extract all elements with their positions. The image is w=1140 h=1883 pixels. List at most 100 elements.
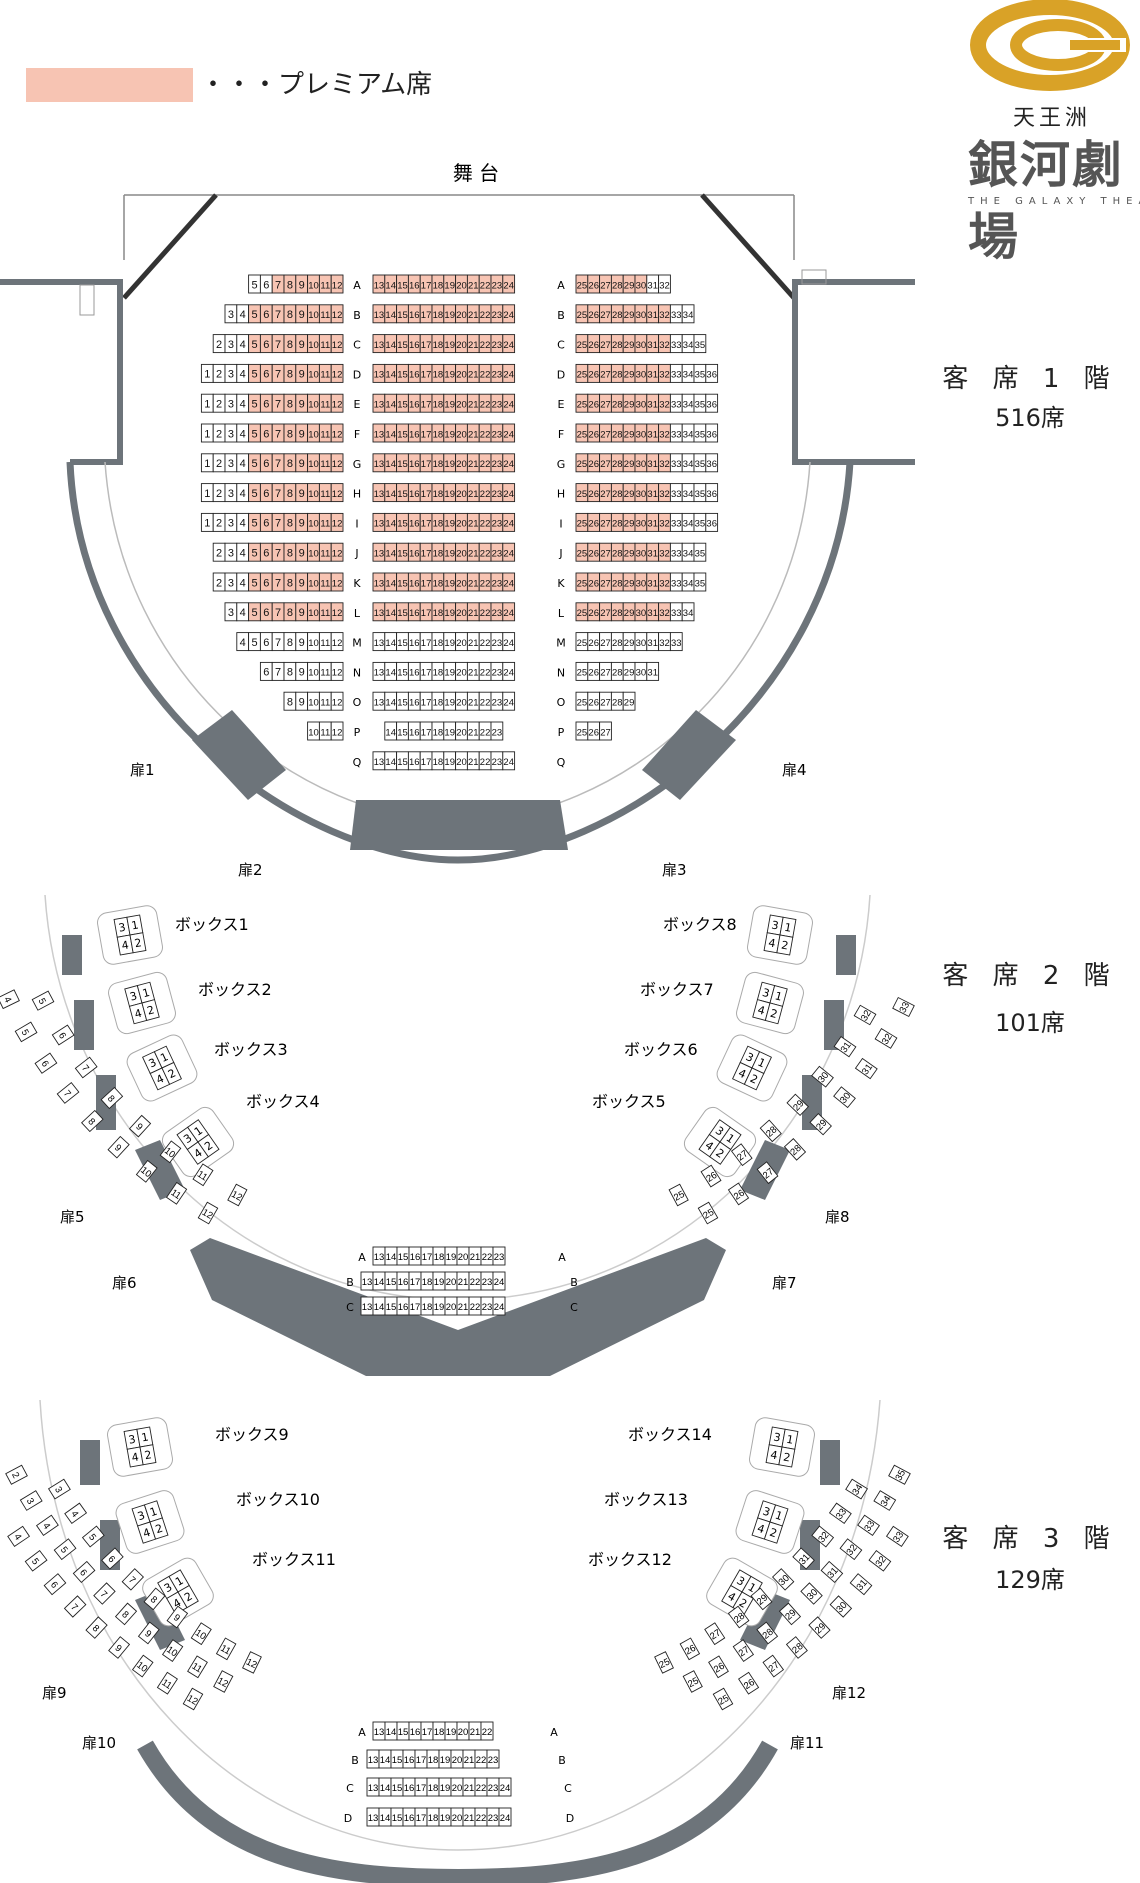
seat-E26[interactable]: 26 bbox=[587, 393, 601, 413]
f3-L-C10[interactable]: 10 bbox=[131, 1654, 154, 1678]
seat-O22[interactable]: 22 bbox=[478, 691, 492, 711]
f2-C-C20[interactable]: 20 bbox=[444, 1296, 458, 1316]
box-seat[interactable]: 2 bbox=[743, 1067, 765, 1091]
seat-J19[interactable]: 19 bbox=[443, 542, 457, 562]
f3-C-D20[interactable]: 20 bbox=[450, 1807, 464, 1827]
f3-R-A34[interactable]: 34 bbox=[845, 1478, 869, 1500]
f3-L-B12[interactable]: 12 bbox=[213, 1670, 234, 1693]
seat-F33[interactable]: 33 bbox=[669, 423, 683, 443]
seat-F34[interactable]: 34 bbox=[681, 423, 695, 443]
seat-H8[interactable]: 8 bbox=[283, 483, 297, 503]
seat-G33[interactable]: 33 bbox=[669, 453, 683, 473]
seat-O23[interactable]: 23 bbox=[490, 691, 504, 711]
seat-J16[interactable]: 16 bbox=[407, 542, 421, 562]
seat-B25[interactable]: 25 bbox=[575, 304, 589, 324]
seat-E15[interactable]: 15 bbox=[396, 393, 409, 413]
seat-A30[interactable]: 30 bbox=[634, 274, 648, 294]
seat-F25[interactable]: 25 bbox=[575, 423, 589, 443]
seat-D4[interactable]: 4 bbox=[236, 363, 250, 383]
f2-C-C21[interactable]: 21 bbox=[456, 1296, 470, 1316]
seat-I8[interactable]: 8 bbox=[283, 512, 297, 532]
seat-E23[interactable]: 23 bbox=[490, 393, 504, 413]
f2-L-B11[interactable]: 11 bbox=[165, 1181, 188, 1205]
seat-H28[interactable]: 28 bbox=[610, 483, 624, 503]
seat-L4[interactable]: 4 bbox=[236, 602, 250, 622]
seat-F22[interactable]: 22 bbox=[478, 423, 492, 443]
seat-H22[interactable]: 22 bbox=[478, 483, 492, 503]
seat-P15[interactable]: 15 bbox=[396, 721, 409, 741]
seat-E3[interactable]: 3 bbox=[224, 393, 238, 413]
f2-C-A21[interactable]: 21 bbox=[468, 1246, 482, 1266]
seat-D30[interactable]: 30 bbox=[634, 363, 648, 383]
seat-N24[interactable]: 24 bbox=[502, 661, 516, 681]
seat-E12[interactable]: 12 bbox=[330, 393, 344, 413]
seat-H25[interactable]: 25 bbox=[575, 483, 589, 503]
seat-L11[interactable]: 11 bbox=[318, 602, 332, 622]
seat-A15[interactable]: 15 bbox=[396, 274, 409, 294]
seat-C33[interactable]: 33 bbox=[669, 334, 683, 354]
seat-E5[interactable]: 5 bbox=[248, 393, 261, 413]
seat-L23[interactable]: 23 bbox=[490, 602, 504, 622]
seat-F21[interactable]: 21 bbox=[466, 423, 480, 443]
seat-B5[interactable]: 5 bbox=[248, 304, 261, 324]
box-seat[interactable]: 2 bbox=[709, 1141, 732, 1165]
seat-G12[interactable]: 12 bbox=[330, 453, 344, 473]
seat-H4[interactable]: 4 bbox=[236, 483, 250, 503]
seat-O27[interactable]: 27 bbox=[599, 691, 612, 711]
box-seat[interactable]: 2 bbox=[129, 932, 147, 954]
seat-M15[interactable]: 15 bbox=[396, 632, 409, 652]
seat-M16[interactable]: 16 bbox=[407, 632, 421, 652]
seat-F27[interactable]: 27 bbox=[599, 423, 612, 443]
seat-F24[interactable]: 24 bbox=[502, 423, 516, 443]
seat-A22[interactable]: 22 bbox=[478, 274, 492, 294]
seat-I36[interactable]: 36 bbox=[705, 512, 719, 532]
seat-L6[interactable]: 6 bbox=[259, 602, 273, 622]
seat-A20[interactable]: 20 bbox=[455, 274, 468, 294]
seat-K35[interactable]: 35 bbox=[693, 572, 707, 592]
f2-R-B26[interactable]: 26 bbox=[727, 1182, 750, 1206]
seat-O16[interactable]: 16 bbox=[407, 691, 421, 711]
seat-D36[interactable]: 36 bbox=[705, 363, 719, 383]
f3-C-B16[interactable]: 16 bbox=[402, 1749, 416, 1769]
seat-P27[interactable]: 27 bbox=[599, 721, 612, 741]
f3-C-B15[interactable]: 15 bbox=[390, 1749, 404, 1769]
seat-G32[interactable]: 32 bbox=[658, 453, 671, 473]
f2-R-A27[interactable]: 27 bbox=[730, 1143, 753, 1167]
f2-C-B20[interactable]: 20 bbox=[444, 1271, 458, 1291]
box-seat[interactable]: 4 bbox=[166, 1591, 188, 1615]
seat-D1[interactable]: 1 bbox=[200, 363, 214, 383]
seat-E19[interactable]: 19 bbox=[443, 393, 457, 413]
seat-J14[interactable]: 14 bbox=[384, 542, 398, 562]
seat-G15[interactable]: 15 bbox=[396, 453, 409, 473]
seat-L32[interactable]: 32 bbox=[658, 602, 671, 622]
seat-H24[interactable]: 24 bbox=[502, 483, 516, 503]
seat-B9[interactable]: 9 bbox=[295, 304, 309, 324]
seat-A14[interactable]: 14 bbox=[384, 274, 398, 294]
seat-K10[interactable]: 10 bbox=[307, 572, 320, 592]
seat-B33[interactable]: 33 bbox=[669, 304, 683, 324]
seat-F36[interactable]: 36 bbox=[705, 423, 719, 443]
f2-R-B27[interactable]: 27 bbox=[756, 1161, 779, 1185]
seat-F1[interactable]: 1 bbox=[200, 423, 214, 443]
seat-L30[interactable]: 30 bbox=[634, 602, 648, 622]
seat-H7[interactable]: 7 bbox=[271, 483, 285, 503]
seat-D15[interactable]: 15 bbox=[396, 363, 409, 383]
seat-B18[interactable]: 18 bbox=[431, 304, 445, 324]
f2-C-A17[interactable]: 17 bbox=[420, 1246, 434, 1266]
f3-R-B25[interactable]: 25 bbox=[682, 1670, 703, 1693]
seat-A28[interactable]: 28 bbox=[610, 274, 624, 294]
seat-O11[interactable]: 11 bbox=[318, 691, 332, 711]
seat-J7[interactable]: 7 bbox=[271, 542, 285, 562]
f2-L-A7[interactable]: 7 bbox=[74, 1056, 98, 1079]
seat-D20[interactable]: 20 bbox=[455, 363, 468, 383]
seat-J33[interactable]: 33 bbox=[669, 542, 683, 562]
seat-K29[interactable]: 29 bbox=[622, 572, 636, 592]
f3-C-C13[interactable]: 13 bbox=[366, 1777, 380, 1797]
seat-A11[interactable]: 11 bbox=[318, 274, 332, 294]
f3-L-C11[interactable]: 11 bbox=[156, 1671, 178, 1695]
seat-K31[interactable]: 31 bbox=[646, 572, 660, 592]
f2-C-B16[interactable]: 16 bbox=[396, 1271, 410, 1291]
seat-O14[interactable]: 14 bbox=[384, 691, 398, 711]
